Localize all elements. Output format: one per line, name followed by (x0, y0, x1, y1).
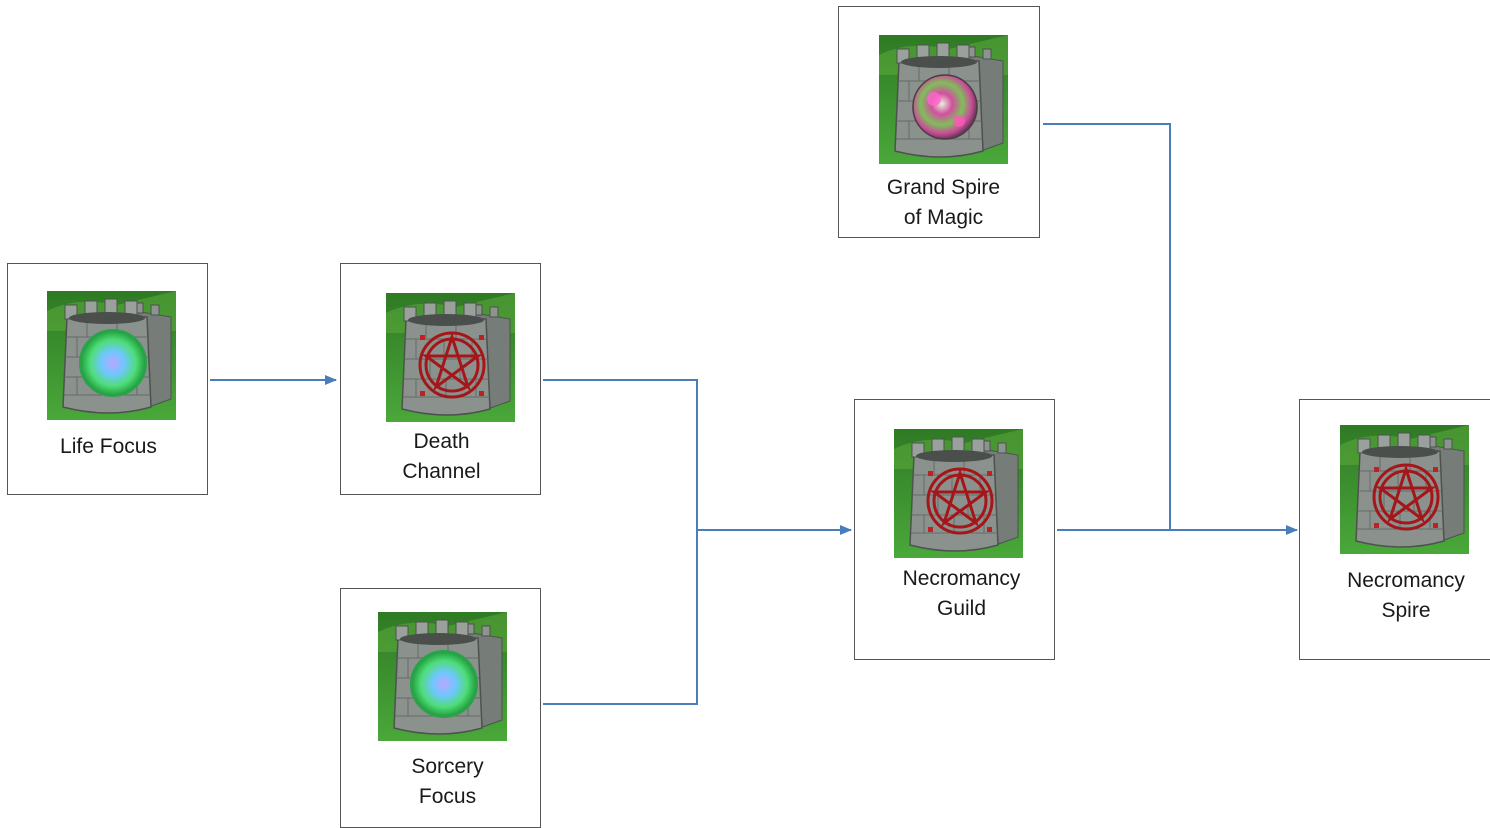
node-label: Sorcery Focus (411, 755, 484, 808)
node-label: Necromancy Guild (902, 567, 1021, 620)
node-life-focus[interactable]: Life Focus (7, 263, 208, 495)
node-grand-spire-of-magic[interactable]: Grand Spire of Magic (838, 6, 1040, 238)
node-label: Grand Spire of Magic (886, 176, 1001, 229)
node-necromancy-guild[interactable]: Necromancy Guild (854, 399, 1055, 660)
necromancy-pentagram-tower-icon (386, 293, 515, 422)
node-necromancy-spire[interactable]: Necromancy Spire (1299, 399, 1490, 660)
necromancy-pentagram-tower-icon (1340, 425, 1469, 554)
life-orb-tower-icon (378, 612, 507, 741)
necromancy-pentagram-tower-icon (894, 429, 1023, 558)
life-orb-tower-icon (47, 291, 176, 420)
node-label: Death Channel (402, 430, 481, 483)
edge-death-channel-to-necromancy-guild (543, 379, 698, 530)
node-sorcery-focus[interactable]: Sorcery Focus (340, 588, 541, 828)
magic-orb-tower-icon (879, 35, 1008, 164)
edge-grand-spire-to-necromancy-spire (1043, 123, 1171, 530)
node-label: Necromancy Spire (1347, 569, 1465, 622)
node-death-channel[interactable]: Death Channel (340, 263, 541, 495)
edge-sorcery-focus-to-necromancy-guild (543, 525, 852, 705)
node-label: Life Focus (60, 435, 157, 458)
